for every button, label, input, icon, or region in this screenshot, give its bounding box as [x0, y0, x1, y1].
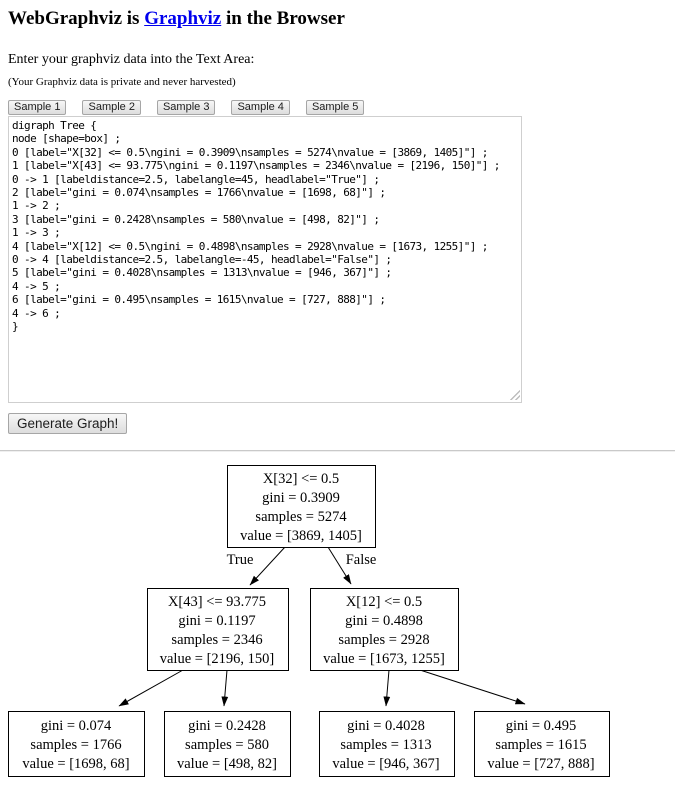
graphviz-link[interactable]: Graphviz [144, 8, 222, 29]
node-line: samples = 1766 [30, 737, 121, 753]
node-line: value = [2196, 150] [160, 651, 275, 667]
node-line: value = [498, 82] [177, 756, 277, 772]
node-line: samples = 580 [185, 737, 269, 753]
tree-node-leaf3: gini = 0.4028 samples = 1313 value = [94… [319, 711, 455, 777]
instruction-text: Enter your graphviz data into the Text A… [8, 52, 255, 67]
decision-tree-graph: True False X[32] <= 0.5 gini = 0.3909 sa… [8, 465, 610, 777]
node-line: samples = 1313 [340, 737, 431, 753]
tree-node-leaf1: gini = 0.074 samples = 1766 value = [169… [8, 711, 145, 777]
tree-node-left: X[43] <= 93.775 gini = 0.1197 samples = … [147, 588, 289, 671]
generate-row: Generate Graph! [8, 413, 667, 434]
node-line: gini = 0.1197 [178, 613, 255, 629]
tree-node-leaf2: gini = 0.2428 samples = 580 value = [498… [164, 711, 291, 777]
tree-node-right: X[12] <= 0.5 gini = 0.4898 samples = 292… [310, 588, 459, 671]
tree-node-leaf4: gini = 0.495 samples = 1615 value = [727… [474, 711, 610, 777]
sample-1-button[interactable]: Sample 1 [8, 100, 67, 115]
privacy-note: (Your Graphviz data is private and never… [8, 76, 236, 88]
title-prefix: WebGraphviz is [8, 8, 145, 29]
node-line: gini = 0.495 [506, 718, 577, 734]
edge-root-to-right [327, 546, 352, 585]
node-line: samples = 2346 [171, 632, 262, 648]
node-box [8, 711, 145, 777]
edge-root-to-left [249, 546, 286, 586]
edge-right-to-leaf3 [383, 669, 391, 707]
edge-label-true: True [227, 552, 254, 568]
dot-editor-wrap: digraph Tree { node [shape=box] ; 0 [lab… [8, 116, 522, 403]
node-line: X[32] <= 0.5 [263, 471, 339, 487]
node-line: samples = 5274 [255, 509, 347, 525]
node-line: samples = 2928 [338, 632, 429, 648]
node-line: gini = 0.4898 [345, 613, 423, 629]
sample-2-button[interactable]: Sample 2 [82, 100, 141, 115]
dot-source-textarea[interactable]: digraph Tree { node [shape=box] ; 0 [lab… [8, 116, 522, 403]
node-line: gini = 0.2428 [188, 718, 266, 734]
node-line: gini = 0.4028 [347, 718, 425, 734]
sample-buttons-row: Sample 1 Sample 2 Sample 3 Sample 4 Samp… [8, 97, 667, 115]
edge-right-to-leaf4 [419, 669, 526, 705]
sample-3-button[interactable]: Sample 3 [156, 100, 216, 115]
node-line: value = [946, 367] [332, 756, 439, 772]
resize-grip-icon[interactable] [510, 390, 520, 400]
edge-label-false: False [346, 552, 377, 568]
node-box [227, 465, 376, 548]
node-box [164, 711, 291, 777]
sample-4-button[interactable]: Sample 4 [231, 100, 290, 115]
generate-graph-button[interactable]: Generate Graph! [8, 413, 128, 434]
edge-left-to-leaf1 [118, 669, 184, 707]
sample-5-button[interactable]: Sample 5 [305, 100, 365, 115]
page-title: WebGraphviz is Graphviz in the Browser [8, 8, 667, 30]
divider [0, 450, 675, 452]
node-line: value = [3869, 1405] [240, 528, 362, 544]
node-line: value = [727, 888] [487, 756, 594, 772]
node-line: gini = 0.3909 [262, 490, 340, 506]
node-box [474, 711, 610, 777]
edge-left-to-leaf2 [221, 669, 229, 707]
node-line: samples = 1615 [495, 737, 586, 753]
tree-edges: True False [118, 546, 526, 707]
node-box [147, 588, 289, 671]
node-line: value = [1673, 1255] [323, 651, 445, 667]
node-line: X[43] <= 93.775 [168, 594, 266, 610]
node-line: value = [1698, 68] [22, 756, 129, 772]
tree-node-root: X[32] <= 0.5 gini = 0.3909 samples = 527… [227, 465, 376, 548]
node-line: X[12] <= 0.5 [346, 594, 422, 610]
title-suffix: in the Browser [221, 8, 345, 29]
node-line: gini = 0.074 [41, 718, 112, 734]
node-box [310, 588, 459, 671]
node-box [319, 711, 455, 777]
